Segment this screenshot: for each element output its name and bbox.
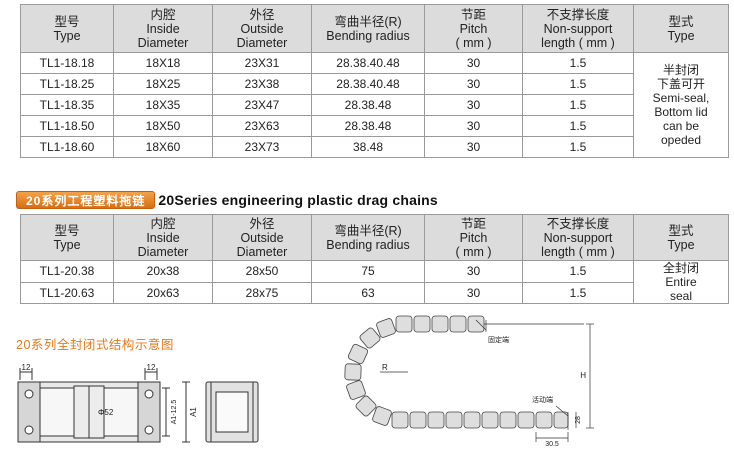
cell-pitch: 30: [424, 115, 523, 137]
table-row: TL1-18.60 18X60 23X73 38.48 30 1.5: [20, 136, 729, 158]
moving-end-label: 活动端: [532, 395, 553, 404]
cell-outside: 28x50: [212, 260, 312, 283]
drag-chain-drawing: 固定端 活动端 R H 28 30.5: [344, 315, 594, 448]
header-radius: 弯曲半径(R)Bending radius: [311, 4, 425, 53]
table-row: TL1-18.25 18X25 23X38 28.38.40.48 30 1.5: [20, 73, 729, 95]
dim-a1-minus-label: A1-12.5: [171, 400, 178, 425]
cell-radius: 28.38.40.48: [311, 73, 425, 95]
cell-type: TL1-18.50: [20, 115, 114, 137]
table-row: TL1-18.50 18X50 23X63 28.38.48 30 1.5: [20, 115, 729, 137]
cell-outside: 23X31: [212, 52, 312, 74]
cell-outside: 23X73: [212, 136, 312, 158]
dim-30-5-label: 30.5: [545, 441, 559, 448]
dim-a1-label: A1: [189, 407, 198, 417]
cell-radius: 63: [311, 281, 425, 304]
series-badge: 20系列工程塑料拖链: [16, 191, 156, 209]
cell-inside: 18X18: [113, 52, 213, 74]
dim-left-label: 12: [22, 363, 31, 372]
cell-inside: 18X50: [113, 115, 213, 137]
cell-type: TL1-20.63: [20, 281, 114, 304]
header-radius: 弯曲半径(R)Bending radius: [311, 214, 425, 261]
cell-radius: 75: [311, 260, 425, 283]
dim-right-label: 12: [147, 363, 156, 372]
section-title: 20Series engineering plastic drag chains: [158, 192, 438, 208]
cell-type: TL1-18.18: [20, 52, 114, 74]
cell-radius: 28.38.48: [311, 94, 425, 116]
cell-outside: 23X38: [212, 73, 312, 95]
cell-pitch: 30: [424, 73, 523, 95]
fixed-end-label: 固定端: [488, 335, 509, 344]
cross-section-drawing: 12 12 Φ52 A1-12.5 A1: [17, 363, 259, 443]
cell-pitch: 30: [424, 94, 523, 116]
cell-nonsupport: 1.5: [522, 281, 634, 304]
cell-radius: 28.38.48: [311, 115, 425, 137]
cell-pitch: 30: [424, 281, 523, 304]
cell-type: TL1-20.38: [20, 260, 114, 283]
cell-inside: 18X25: [113, 73, 213, 95]
cell-type: TL1-18.60: [20, 136, 114, 158]
height-label: H: [580, 371, 586, 380]
cell-nonsupport: 1.5: [522, 52, 634, 74]
cell-outside: 28x75: [212, 281, 312, 304]
cell-inside: 18X60: [113, 136, 213, 158]
cell-radius: 28.38.40.48: [311, 52, 425, 74]
hole-diameter-label: Φ52: [98, 408, 114, 417]
radius-label: R: [382, 363, 388, 372]
cell-nonsupport: 1.5: [522, 136, 634, 158]
cell-pitch: 30: [424, 260, 523, 283]
table-row: TL1-20.63 20x63 28x75 63 30 1.5: [20, 281, 729, 304]
cell-nonsupport: 1.5: [522, 94, 634, 116]
table-row: TL1-18.18 18X18 23X31 28.38.40.48 30 1.5…: [20, 52, 729, 158]
section-heading: 20系列工程塑料拖链 20Series engineering plastic …: [16, 190, 438, 210]
cell-nonsupport: 1.5: [522, 260, 634, 283]
cell-type: TL1-18.35: [20, 94, 114, 116]
cell-inside: 20x38: [113, 260, 213, 283]
cell-inside: 20x63: [113, 281, 213, 304]
diagram-caption: 20系列全封闭式结构示意图: [16, 338, 174, 352]
cell-radius: 38.48: [311, 136, 425, 158]
cell-outside: 23X47: [212, 94, 312, 116]
dim-28-label: 28: [575, 416, 582, 424]
cell-type: TL1-18.25: [20, 73, 114, 95]
table-row: TL1-18.35 18X35 23X47 28.38.48 30 1.5: [20, 94, 729, 116]
cell-pitch: 30: [424, 136, 523, 158]
cell-nonsupport: 1.5: [522, 73, 634, 95]
cell-inside: 18X35: [113, 94, 213, 116]
cell-outside: 23X63: [212, 115, 312, 137]
cell-nonsupport: 1.5: [522, 115, 634, 137]
cell-pitch: 30: [424, 52, 523, 74]
